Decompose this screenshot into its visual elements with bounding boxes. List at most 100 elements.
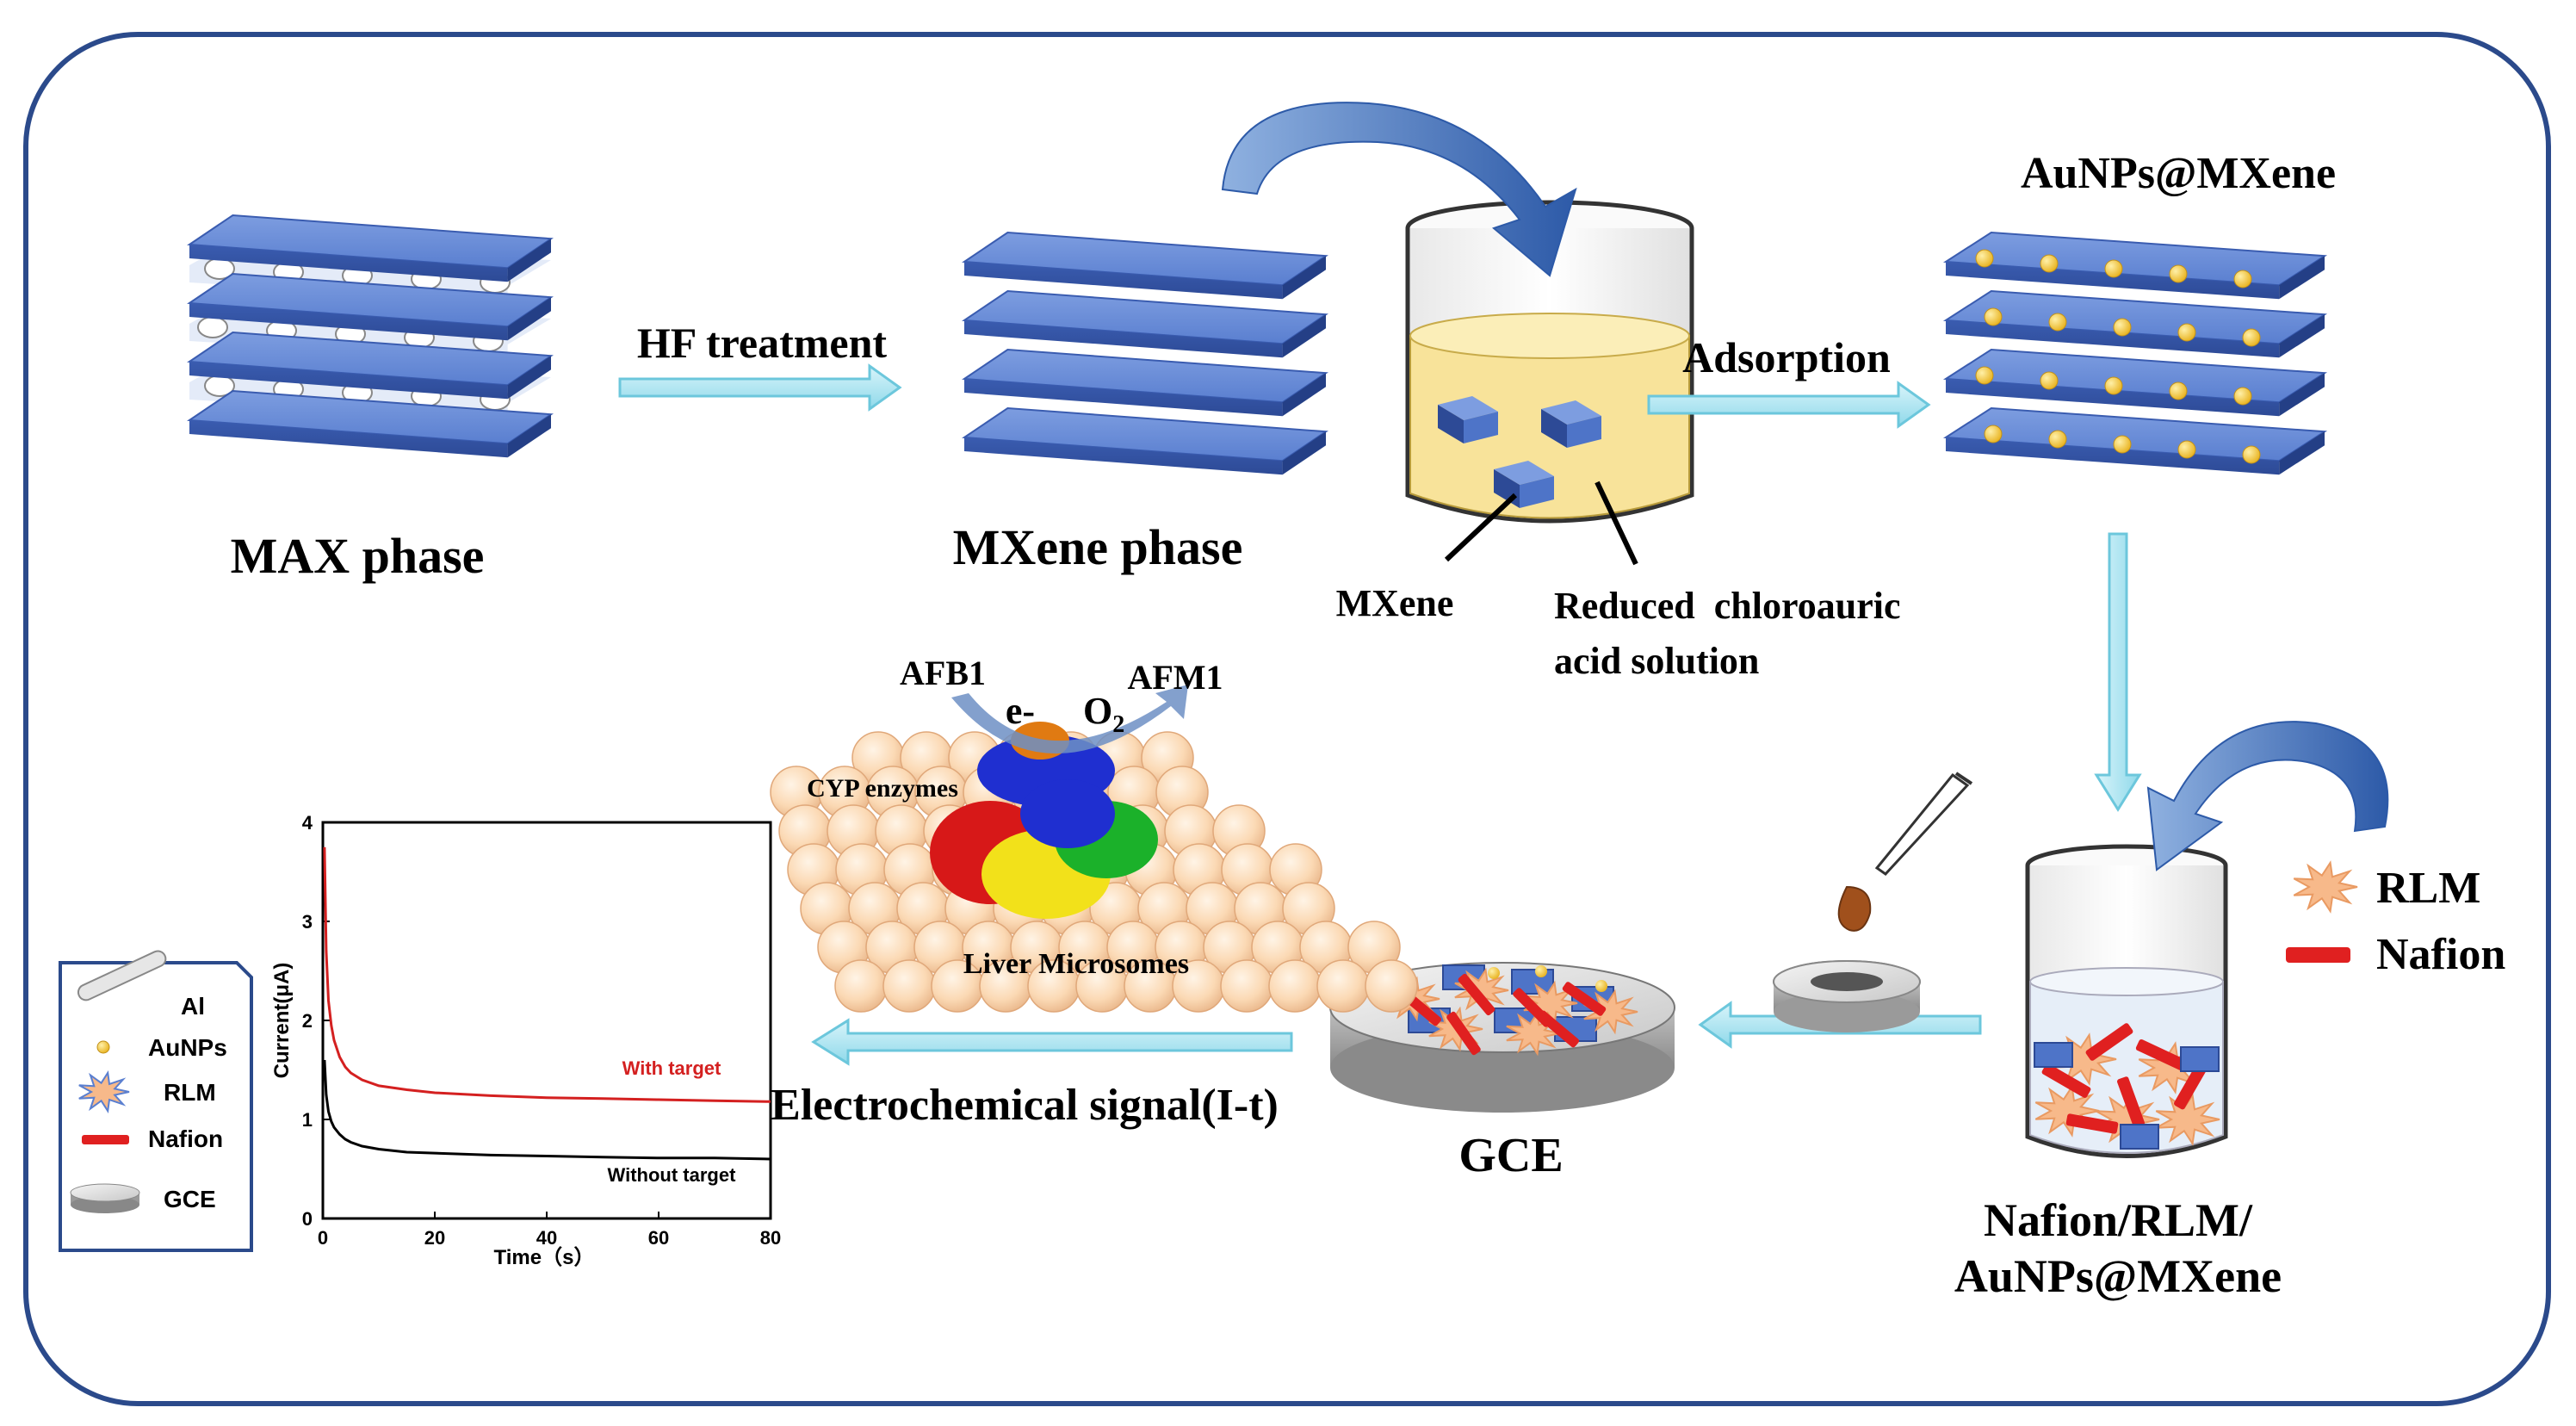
curved-arrow-into-composite-beaker [2146,721,2389,871]
oxygen-label: O2 [1083,690,1124,738]
microsome-sphere [1268,959,1322,1013]
gce-disk-icon [70,1183,140,1213]
y-tick-label: 4 [302,812,313,834]
nafion-strand [1458,973,1495,1016]
rlm-particle [2155,1093,2220,1146]
down-arrow [2094,532,2142,812]
legend-box: Al AuNPs RLM Nafion GCE [59,950,253,1252]
gold-nanoparticle [2242,328,2261,347]
cyp-enzyme-blob [930,722,1158,919]
gold-nanoparticle [2113,435,2132,454]
legend-label-nafion: Nafion [148,1125,223,1152]
adsorption-label: Adsorption [1682,333,1891,381]
liver-microsomes-label: Liver Microsomes [963,948,1189,980]
rlm-key-icon [2293,860,2358,914]
afb1-label: AFB1 [900,654,986,692]
y-tick-label: 1 [302,1109,313,1131]
microsome-sphere [834,959,888,1013]
al-atom [197,316,228,338]
gold-nanoparticle [2242,445,2261,464]
gold-nanoparticle [1984,425,2003,443]
gold-nanoparticle [2233,387,2252,406]
curved-arrow-into-beaker [1221,102,1577,277]
nafion-strand [2174,1060,2208,1110]
al-rod-icon [77,950,167,1001]
composite-label-2: AuNPs@MXene [1954,1250,2282,1302]
pipette-icon [1837,772,1973,932]
chart-ylabel: Current(μA) [270,963,294,1079]
nafion-strand [1537,1010,1580,1048]
afm1-label: AFM1 [1127,658,1223,697]
max-phase-label: MAX phase [231,528,485,584]
composite-label-1: Nafion/RLM/ [1984,1194,2253,1246]
nafion-key-label: Nafion [2376,930,2505,979]
x-tick-label: 20 [424,1227,445,1249]
afb1-afm1-conversion-arrow [951,685,1188,754]
left-arrow-to-chart [811,1018,1293,1066]
mxene-pointer-label: MXene [1336,582,1454,624]
slab-layer [962,348,1328,417]
nafion-strand [2135,1038,2187,1071]
slab-layer [187,331,554,400]
series-label-without-target: Without target [608,1164,737,1186]
mxene-flake [2034,1042,2073,1068]
nafion-strand [2117,1076,2145,1128]
legend-label-rlm: RLM [164,1079,216,1106]
gold-nanoparticle [1535,965,1547,977]
mxene-flake [1541,400,1601,448]
gold-nanoparticle [2177,323,2196,342]
legend-label-al: Al [181,993,205,1020]
rlm-key-label: RLM [2376,864,2480,913]
gold-nanoparticle [2104,259,2123,278]
cyp-enzymes-label: CYP enzymes [807,774,958,803]
slab-layer [187,389,554,458]
nafion-key-icon [2286,947,2350,963]
mxene-flake [2120,1124,2159,1150]
reduced-solution-label-2: acid solution [1554,640,1759,682]
gold-nanoparticle [2040,371,2059,390]
gold-nanoparticle [1488,967,1500,979]
aunps-mxene-stack [1942,231,2328,475]
y-tick-label: 0 [302,1208,313,1230]
slab-layer [962,231,1328,300]
gold-nanoparticle [2104,376,2123,395]
slab-layer [962,289,1328,358]
gold-nanoparticle [1975,366,1994,385]
series-line-without-target [323,1059,771,1161]
gold-nanoparticle [1984,307,2003,326]
gold-nanoparticle [2048,313,2067,332]
liver-microsomes-illustration [770,685,1418,1013]
gold-nanoparticle [1975,249,1994,268]
reduced-solution-label-1: Reduced chloroauric [1554,585,1901,627]
small-electrode-icon [1773,960,1921,1032]
slab-layer [962,406,1328,475]
microsome-sphere [882,959,936,1013]
x-tick-label: 80 [760,1227,781,1249]
x-tick-label: 40 [536,1227,557,1249]
nafion-strand [2085,1023,2133,1061]
slab-layer [1942,289,2328,358]
x-tick-label: 60 [648,1227,669,1249]
mxene-flake [2180,1046,2220,1072]
microsome-sphere [1365,959,1418,1013]
slab-layer [1942,406,2328,475]
mxene-phase-stack [962,231,1328,475]
y-tick-label: 2 [302,1010,313,1032]
gold-nanoparticle [2040,254,2059,273]
electrochemical-signal-label: Electrochemical signal(I-t) [771,1081,1279,1130]
legend-label-gce: GCE [164,1186,216,1212]
hf-treatment-label: HF treatment [637,319,888,367]
nafion-strand [1446,1011,1481,1056]
aunps-mxene-label: AuNPs@MXene [2021,149,2336,198]
slab-layer [187,272,554,341]
gold-nanoparticle [2169,381,2188,400]
composite-beaker [2025,844,2228,1158]
rlm-star-icon [78,1070,130,1114]
mxene-phase-label: MXene phase [953,519,1243,575]
nafion-bar-icon [82,1135,129,1144]
series-line-with-target [323,846,771,1103]
nafion-strand [2065,1113,2119,1134]
electron-label: e- [1006,690,1035,732]
